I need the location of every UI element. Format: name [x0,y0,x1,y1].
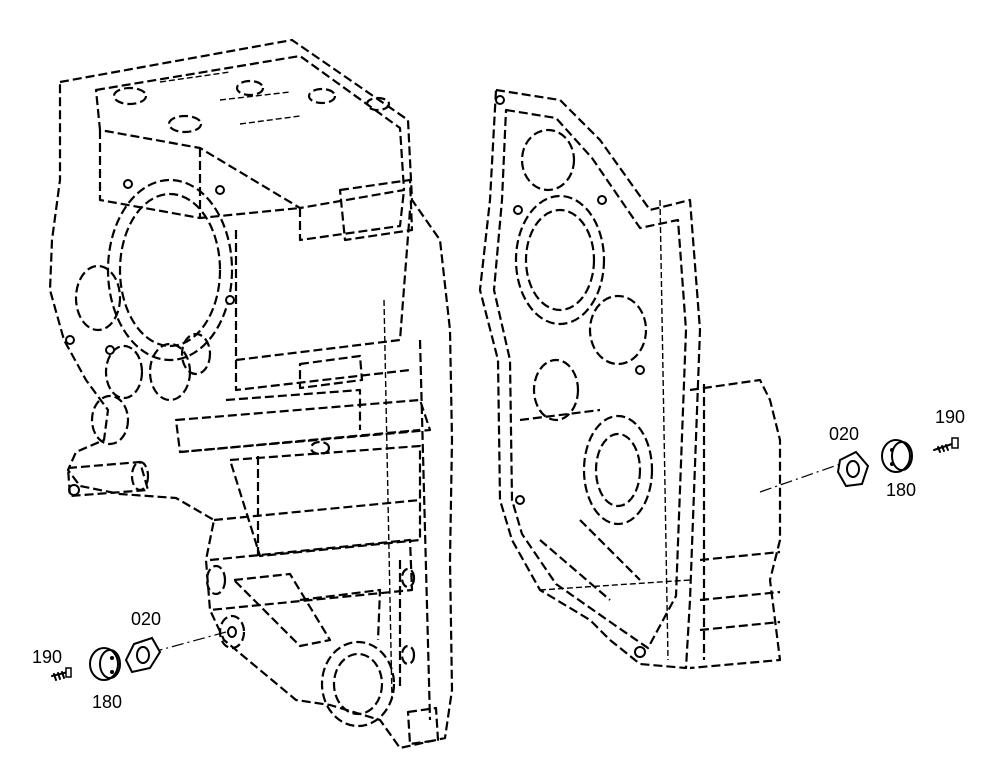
right-cover-180 [881,439,913,473]
right-housing [478,88,782,670]
callout-left-180: 180 [92,692,123,712]
callout-left-020: 020 [131,609,162,629]
left-screw-190 [51,667,72,681]
right-screw-190 [933,437,959,453]
left-seal-plate-020 [124,636,162,674]
left-small-parts [51,631,227,681]
left-housing [48,38,454,750]
right-seal-plate-020 [836,450,870,488]
callout-right-180: 180 [886,480,917,500]
right-small-parts [759,437,959,493]
callout-left-190: 190 [32,647,63,667]
callout-right-020: 020 [829,424,860,444]
left-cover-180 [89,647,121,681]
callout-right-190: 190 [935,407,966,427]
